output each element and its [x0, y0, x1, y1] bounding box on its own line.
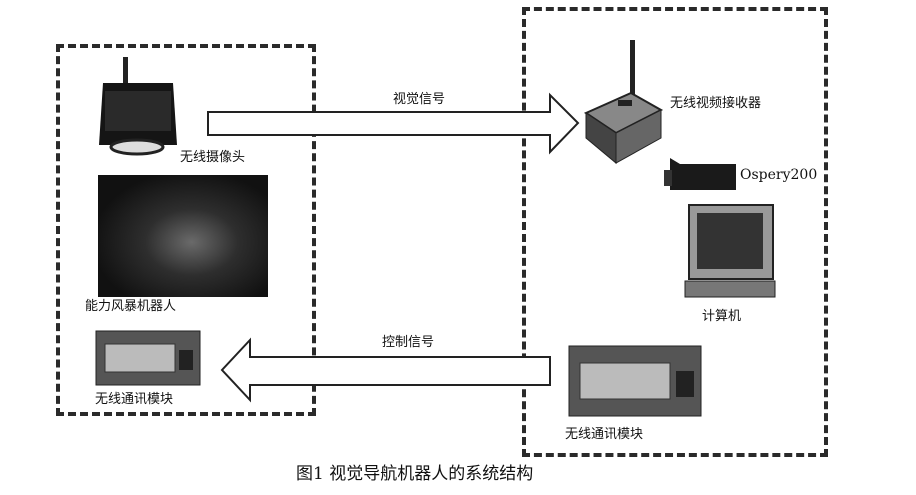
- capture-card-label: Ospery200: [740, 167, 818, 183]
- left-module-label: 无线通讯模块: [95, 392, 174, 407]
- control-signal-label: 控制信号: [382, 335, 435, 350]
- visual-signal-label: 视觉信号: [393, 92, 446, 107]
- robot-label: 能力风暴机器人: [85, 299, 177, 314]
- receiver-label: 无线视频接收器: [670, 96, 762, 111]
- right-module-label: 无线通讯模块: [565, 427, 644, 442]
- robot-side-box: [56, 44, 316, 416]
- visual-signal-arrow: [207, 92, 580, 155]
- wireless-camera-image: [99, 57, 177, 156]
- figure-caption: 图1 视觉导航机器人的系统结构: [296, 464, 534, 484]
- camera-label: 无线摄像头: [180, 150, 246, 165]
- capture-card-image: [664, 158, 736, 190]
- control-signal-arrow: [220, 337, 551, 403]
- pc-side-box: [522, 7, 828, 457]
- video-receiver-image: [583, 40, 664, 165]
- computer-image: [684, 204, 776, 298]
- computer-label: 计算机: [702, 309, 742, 324]
- left-comm-module-image: [95, 330, 201, 386]
- right-comm-module-image: [568, 345, 702, 417]
- robot-photo: [98, 175, 268, 297]
